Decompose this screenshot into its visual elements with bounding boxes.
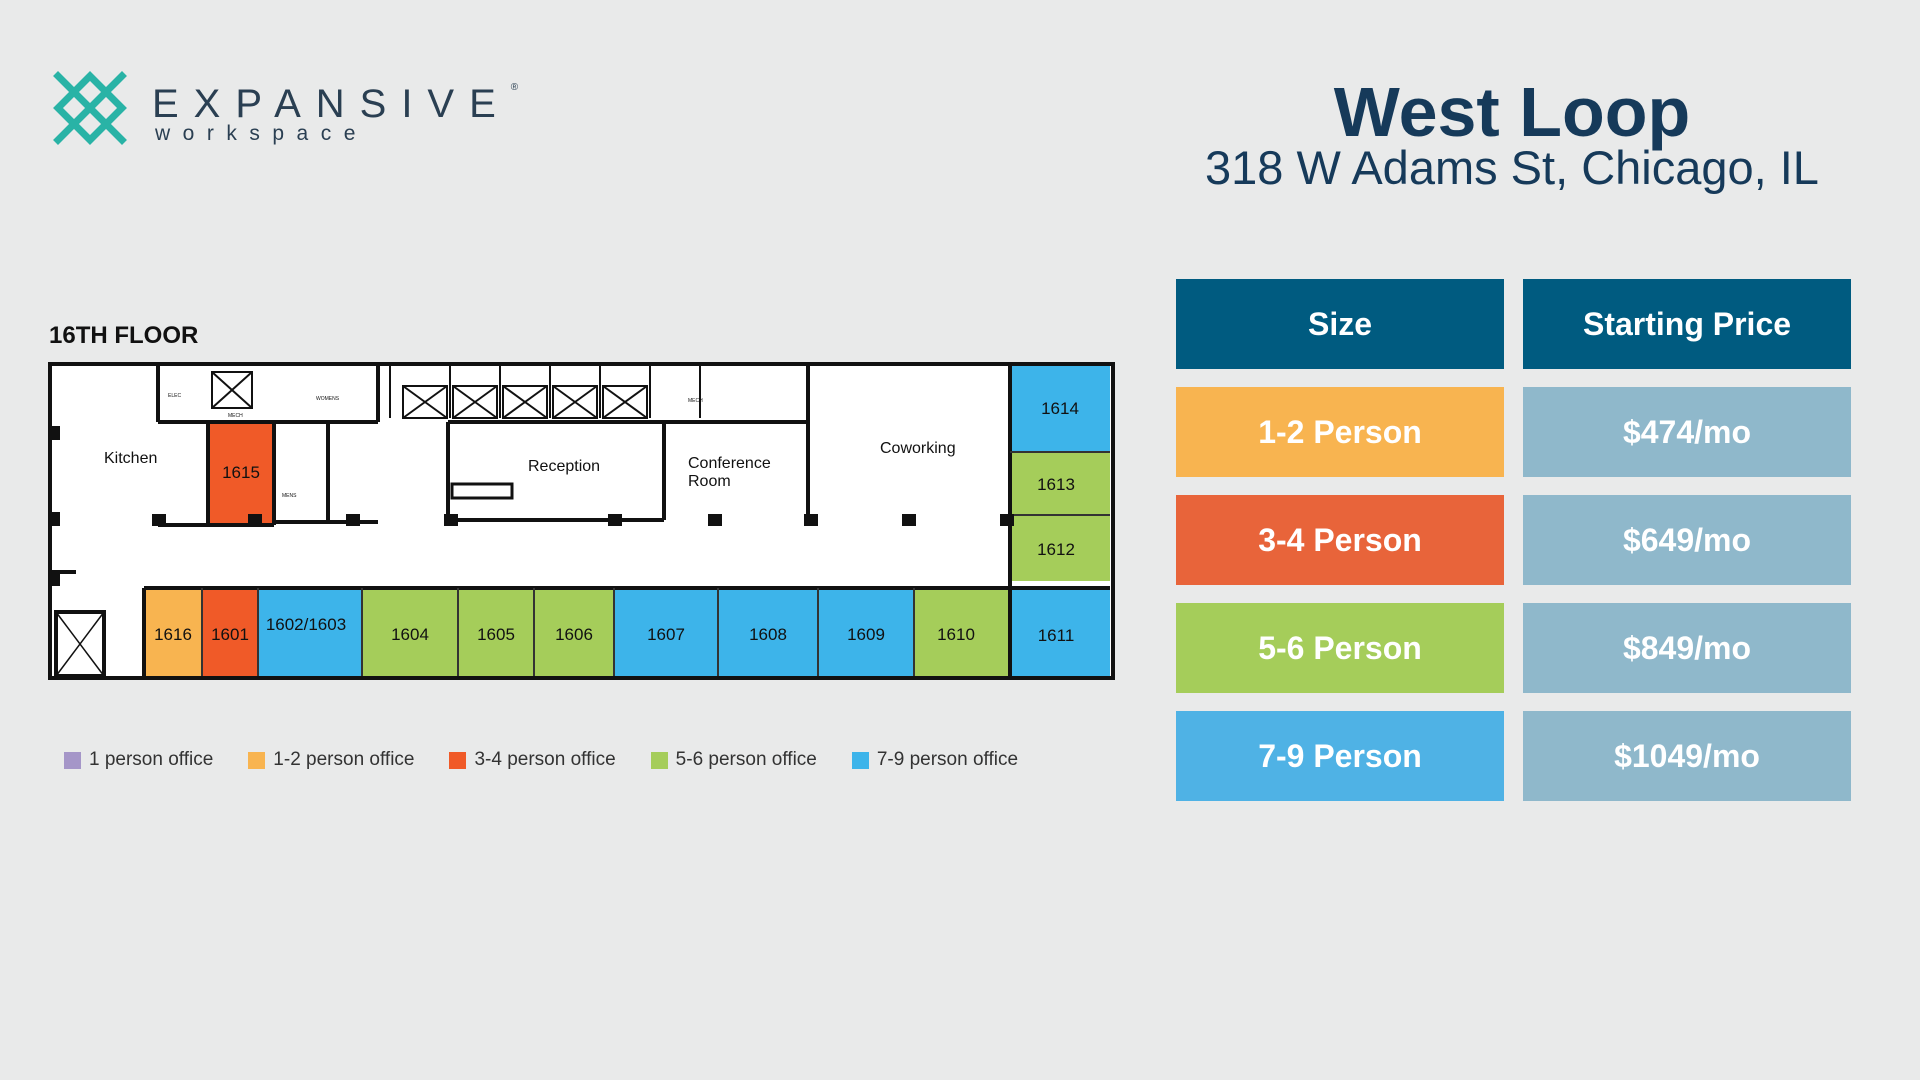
legend-item: 3-4 person office bbox=[449, 749, 616, 771]
office-1606-label: 1606 bbox=[555, 625, 593, 644]
svg-text:WOMENS: WOMENS bbox=[316, 396, 340, 402]
svg-text:MECH: MECH bbox=[228, 413, 243, 419]
room-reception: Reception bbox=[528, 458, 600, 475]
room-conference-1: Conference bbox=[688, 455, 771, 472]
office-1601-label: 1601 bbox=[211, 625, 249, 644]
pricing-row: 1-2 Person $474/mo bbox=[1176, 387, 1851, 477]
floor-label: 16TH FLOOR bbox=[49, 322, 199, 349]
legend: 1 person office 1-2 person office 3-4 pe… bbox=[64, 745, 1053, 775]
pricing-header-row: Size Starting Price bbox=[1176, 279, 1851, 369]
svg-text:ELEC: ELEC bbox=[168, 393, 181, 399]
office-1609-label: 1609 bbox=[847, 625, 885, 644]
pricing-row: 5-6 Person $849/mo bbox=[1176, 603, 1851, 693]
size-cell: 1-2 Person bbox=[1176, 387, 1504, 477]
svg-text:MENS: MENS bbox=[282, 493, 297, 499]
pricing-row: 3-4 Person $649/mo bbox=[1176, 495, 1851, 585]
office-1604-label: 1604 bbox=[391, 625, 429, 644]
office-1614-label: 1614 bbox=[1041, 399, 1079, 418]
legend-swatch bbox=[248, 751, 266, 769]
office-1612 bbox=[1010, 515, 1110, 581]
office-1606 bbox=[534, 588, 614, 676]
legend-item: 7-9 person office bbox=[851, 749, 1018, 771]
office-1614 bbox=[1010, 364, 1110, 452]
legend-swatch bbox=[650, 751, 668, 769]
office-1610-label: 1610 bbox=[937, 625, 975, 644]
price-header: Starting Price bbox=[1523, 279, 1851, 369]
room-conference-2: Room bbox=[688, 473, 731, 490]
size-cell: 3-4 Person bbox=[1176, 495, 1504, 585]
office-1607-label: 1607 bbox=[647, 625, 685, 644]
legend-item: 5-6 person office bbox=[650, 749, 817, 771]
price-cell: $1049/mo bbox=[1523, 711, 1851, 801]
room-coworking: Coworking bbox=[880, 440, 956, 457]
office-1613-label: 1613 bbox=[1037, 475, 1075, 494]
room-kitchen: Kitchen bbox=[104, 450, 157, 467]
office-1615-label: 1615 bbox=[222, 463, 260, 482]
legend-swatch bbox=[851, 751, 869, 769]
floor-plan: Kitchen Reception Conference Room Cowork… bbox=[48, 362, 1115, 680]
office-1605-label: 1605 bbox=[477, 625, 515, 644]
office-1608 bbox=[718, 588, 818, 676]
pricing-row: 7-9 Person $1049/mo bbox=[1176, 711, 1851, 801]
office-1604 bbox=[362, 588, 458, 676]
legend-swatch bbox=[449, 751, 467, 769]
location-address: 318 W Adams St, Chicago, IL bbox=[1205, 141, 1819, 194]
size-header: Size bbox=[1176, 279, 1504, 369]
price-cell: $474/mo bbox=[1523, 387, 1851, 477]
logo-mark-icon bbox=[53, 71, 127, 145]
brand-subtitle: workspace bbox=[155, 122, 368, 145]
pricing-table: Size Starting Price 1-2 Person $474/mo 3… bbox=[1176, 279, 1851, 819]
legend-item: 1 person office bbox=[64, 749, 213, 771]
office-1601 bbox=[202, 588, 258, 676]
brand-name: EXPANSIVE® bbox=[152, 82, 519, 126]
office-1610 bbox=[914, 588, 1010, 676]
office-1612-label: 1612 bbox=[1037, 540, 1075, 559]
office-1613 bbox=[1010, 452, 1110, 515]
legend-item: 1-2 person office bbox=[248, 749, 414, 771]
price-cell: $849/mo bbox=[1523, 603, 1851, 693]
office-1602-label: 1602/1603 bbox=[266, 615, 346, 634]
location-title: West Loop bbox=[1333, 73, 1691, 151]
office-1609 bbox=[818, 588, 914, 676]
office-1616-label: 1616 bbox=[154, 625, 192, 644]
office-1616 bbox=[144, 588, 202, 676]
office-1608-label: 1608 bbox=[749, 625, 787, 644]
legend-swatch bbox=[64, 751, 81, 769]
office-1607 bbox=[614, 588, 718, 676]
size-cell: 5-6 Person bbox=[1176, 603, 1504, 693]
svg-text:MECH: MECH bbox=[688, 398, 703, 404]
size-cell: 7-9 Person bbox=[1176, 711, 1504, 801]
office-1611 bbox=[1010, 588, 1110, 676]
office-1602 bbox=[258, 588, 362, 676]
office-1605 bbox=[458, 588, 534, 676]
price-cell: $649/mo bbox=[1523, 495, 1851, 585]
brand-logo: EXPANSIVE® workspace bbox=[52, 68, 532, 158]
office-1615 bbox=[208, 424, 274, 525]
office-1611-label: 1611 bbox=[1038, 626, 1075, 645]
